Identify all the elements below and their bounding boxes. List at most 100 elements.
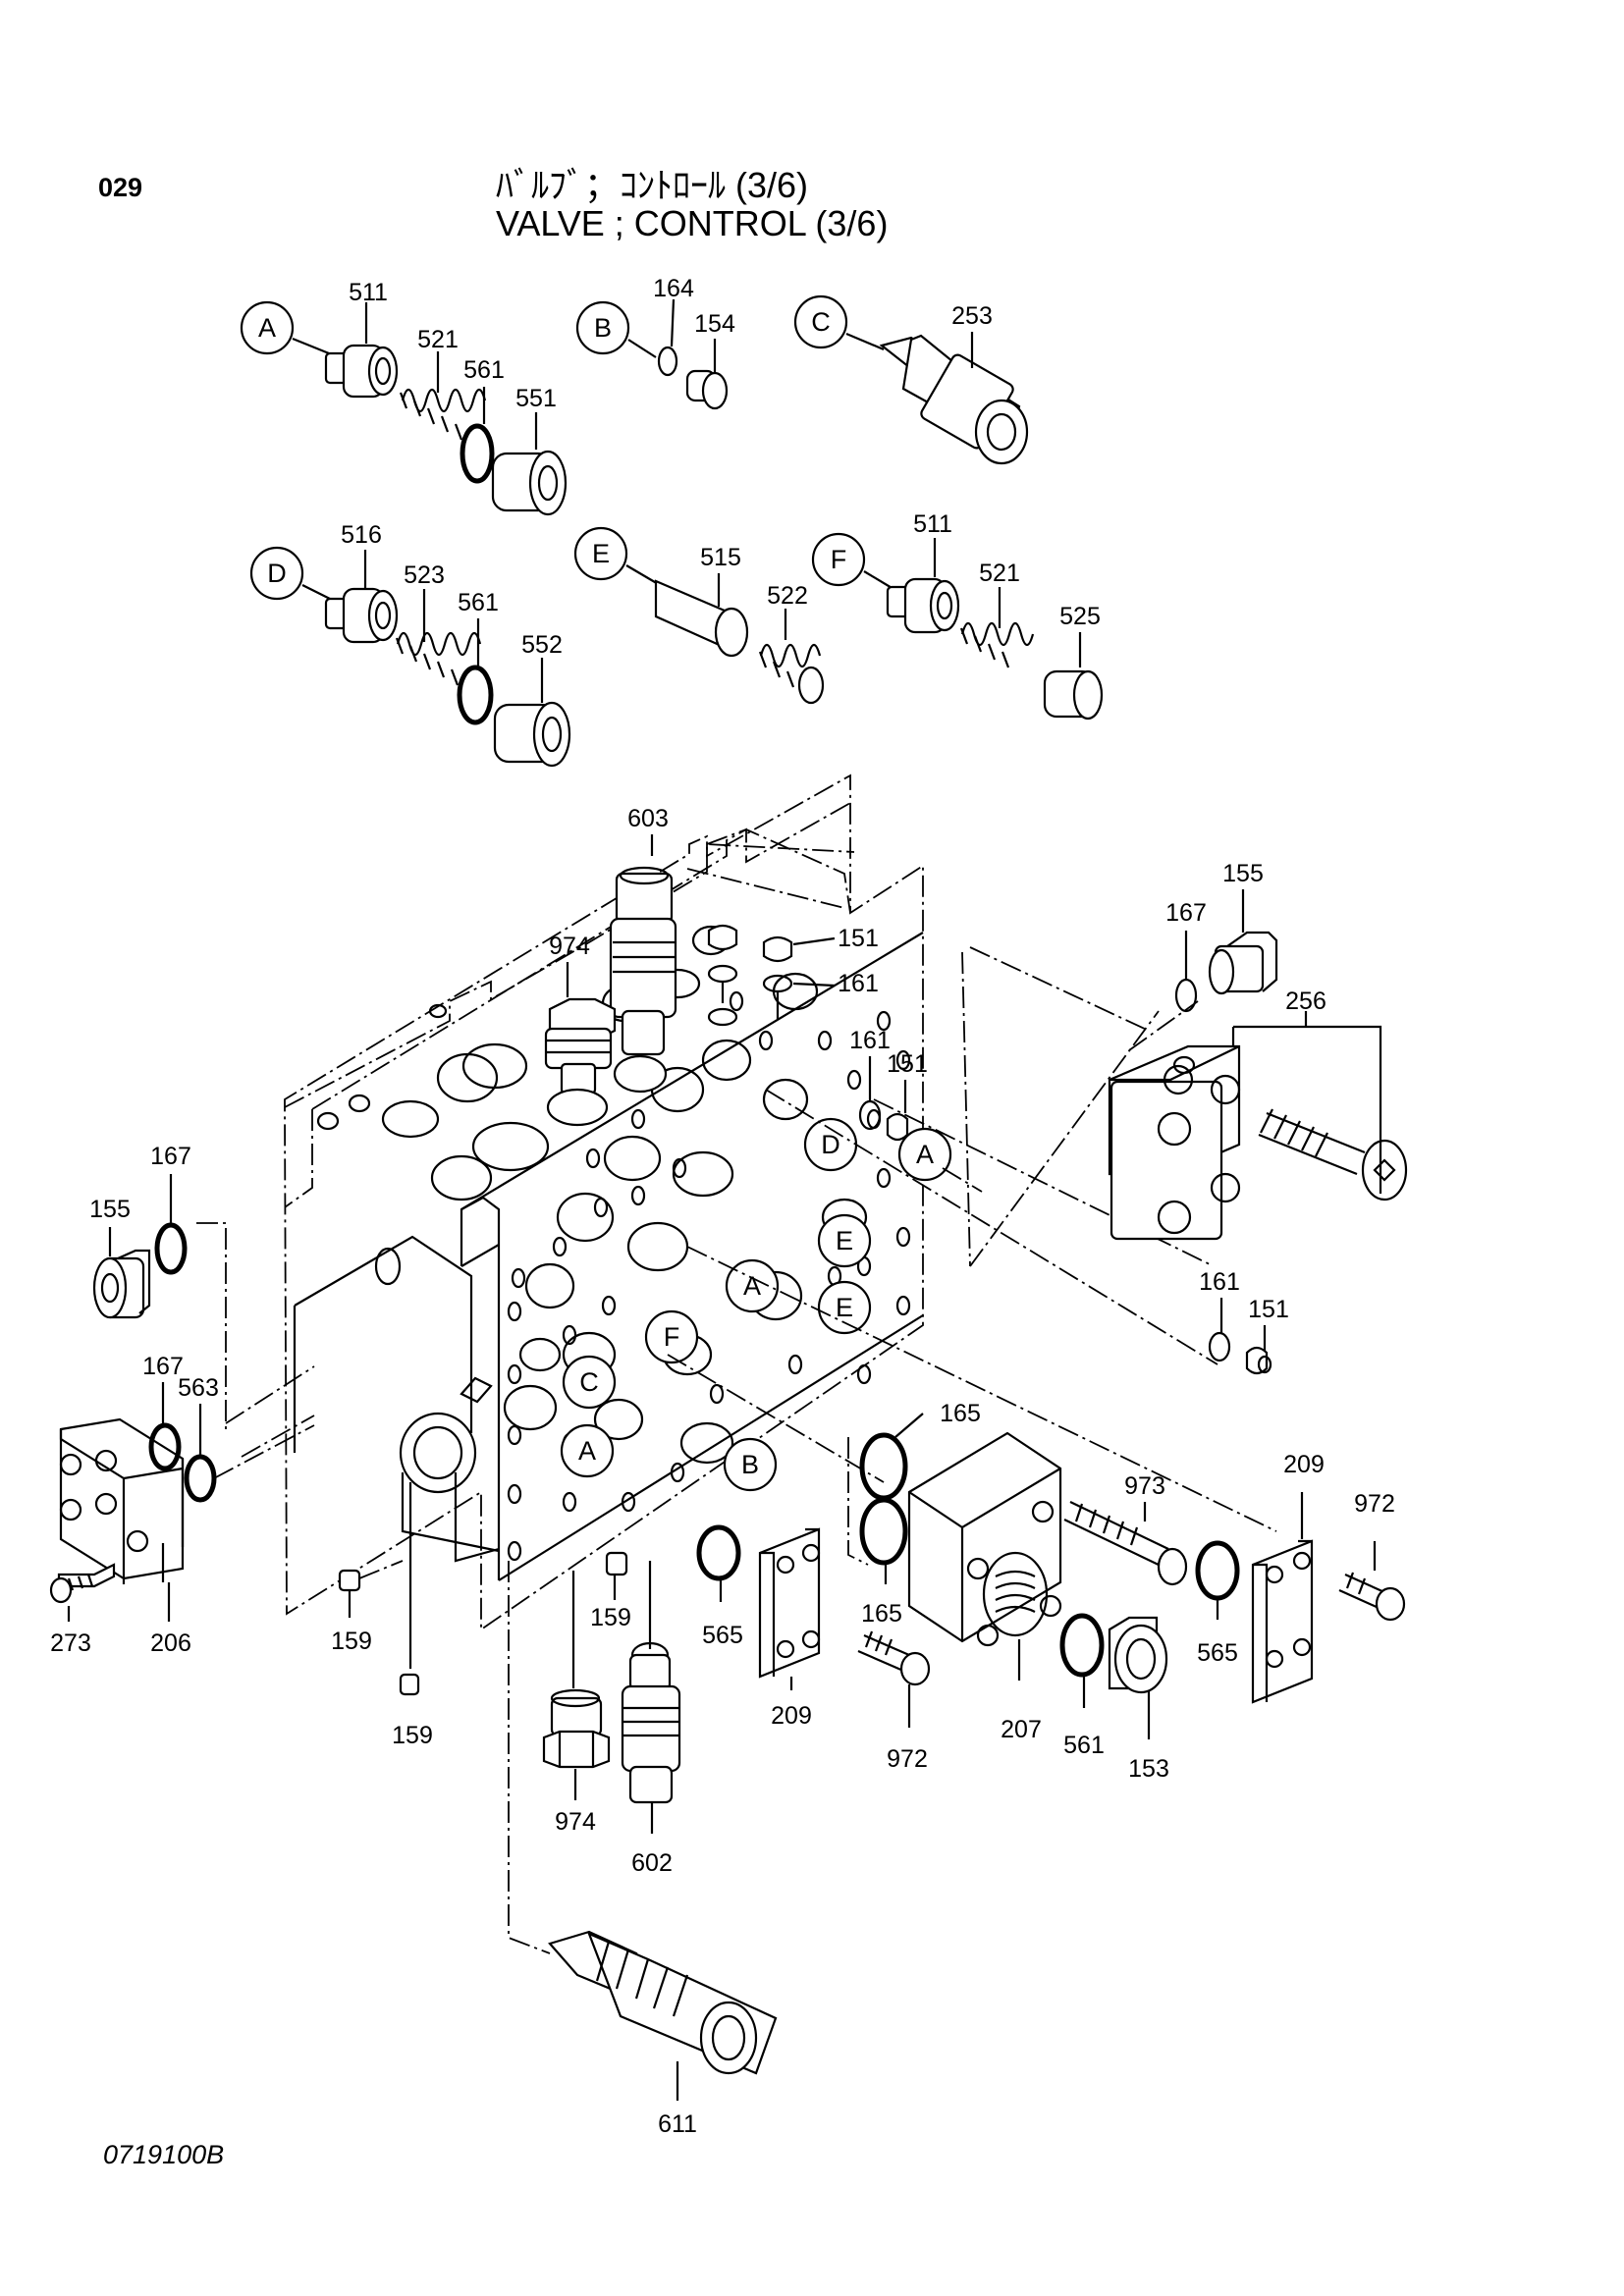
part-256-group: 256 xyxy=(1108,988,1408,1241)
part-159-group: 159 159 159 xyxy=(331,1482,631,1749)
body-key-c1: C xyxy=(579,1367,599,1397)
label-165-b: 165 xyxy=(861,1600,902,1628)
detail-key-a-circle xyxy=(240,300,295,355)
part-565-oring-a xyxy=(696,1524,741,1581)
part-256-bolt xyxy=(1258,1108,1408,1201)
label-155-a: 155 xyxy=(1222,860,1264,887)
label-565-a: 565 xyxy=(702,1622,743,1649)
label-521-b: 521 xyxy=(979,560,1020,587)
label-207: 207 xyxy=(1001,1716,1042,1743)
part-273-screw xyxy=(57,1563,116,1588)
label-256: 256 xyxy=(1285,988,1326,1015)
body-key-a3: A xyxy=(578,1436,596,1466)
label-565-b: 565 xyxy=(1197,1639,1238,1667)
body-key-a3-circle xyxy=(560,1423,615,1478)
body-key-c1-circle xyxy=(562,1355,617,1410)
part-611-group: 611 xyxy=(508,1561,778,2138)
label-603: 603 xyxy=(627,805,669,832)
part-974-bottom-group: 974 xyxy=(542,1571,611,1836)
body-key-e1-circle xyxy=(817,1213,872,1268)
label-159-a: 159 xyxy=(331,1628,372,1655)
part-206-cover xyxy=(59,1417,185,1580)
part-159-plug-a xyxy=(338,1569,361,1592)
part-161-oring-top xyxy=(762,974,793,993)
label-521-a: 521 xyxy=(417,326,459,353)
part-209-565-972-left: 209 565 972 xyxy=(696,1524,931,1773)
part-561-oring-a xyxy=(460,423,495,484)
label-552: 552 xyxy=(521,631,563,659)
detail-key-c-circle xyxy=(793,294,848,349)
detail-c-group: C 253 xyxy=(793,294,1029,465)
detail-d-group: D 516 523 561 552 xyxy=(249,521,571,768)
label-974-a: 974 xyxy=(549,933,590,960)
part-973-bolt: 973 xyxy=(1063,1472,1188,1586)
label-165-a: 165 xyxy=(940,1400,981,1427)
label-155-b: 155 xyxy=(89,1196,131,1223)
detail-key-f: F xyxy=(831,545,847,574)
label-611: 611 xyxy=(658,2110,697,2138)
part-151-top-a xyxy=(707,924,738,951)
label-602: 602 xyxy=(631,1849,673,1877)
detail-key-a: A xyxy=(258,313,276,343)
body-key-e2-circle xyxy=(817,1280,872,1335)
drawing-number: 0719100B xyxy=(103,2140,225,2169)
part-167-oring-b xyxy=(154,1222,188,1275)
part-207-group: 207 xyxy=(907,1431,1062,1743)
label-523: 523 xyxy=(404,561,445,589)
part-523-spring xyxy=(395,631,482,686)
part-167-oring-a xyxy=(1174,978,1198,1013)
part-151-top-b xyxy=(762,935,793,963)
body-key-a1-circle xyxy=(897,1127,952,1182)
detail-key-d: D xyxy=(267,559,287,588)
part-561-oring-b xyxy=(457,665,494,725)
label-151-b: 151 xyxy=(887,1050,928,1078)
detail-key-e-circle xyxy=(573,526,628,581)
part-161-151-right-mid: 161 151 xyxy=(849,1027,928,1142)
page-number: 029 xyxy=(98,173,143,202)
part-209-plate-a xyxy=(758,1527,821,1679)
label-974-b: 974 xyxy=(555,1808,596,1836)
detail-key-e: E xyxy=(592,539,610,568)
part-165-oring-a xyxy=(859,1432,908,1501)
part-165-oring-b xyxy=(859,1497,908,1566)
label-511-a: 511 xyxy=(349,279,388,306)
detail-key-f-circle xyxy=(811,532,866,587)
part-972-bolt-b xyxy=(1338,1572,1406,1622)
part-565-oring-b xyxy=(1195,1540,1240,1601)
detail-key-c: C xyxy=(811,307,831,337)
label-515: 515 xyxy=(700,544,741,571)
label-153: 153 xyxy=(1128,1755,1169,1783)
part-522-spring xyxy=(758,643,825,705)
label-154: 154 xyxy=(694,310,735,338)
part-603-group: 603 xyxy=(609,805,677,1094)
label-161-b: 161 xyxy=(849,1027,891,1054)
part-165-group: 165 165 xyxy=(847,1400,981,1628)
label-161-a: 161 xyxy=(838,970,879,997)
part-155-167-top-right: 167 155 xyxy=(1165,860,1278,1013)
part-602-group: 602 xyxy=(621,1561,681,1877)
part-159-plug-b xyxy=(399,1673,420,1696)
label-516: 516 xyxy=(341,521,382,549)
part-161-151-right-low: 161 151 xyxy=(1199,1268,1289,1375)
part-209-565-972-right: 565 209 972 xyxy=(1195,1451,1406,1704)
label-164: 164 xyxy=(653,275,694,302)
label-209-a: 209 xyxy=(771,1702,812,1730)
part-151-plug-c xyxy=(1245,1346,1269,1375)
part-603-cartridge xyxy=(609,917,677,1019)
label-972-b: 972 xyxy=(1354,1490,1395,1518)
part-164-oring xyxy=(657,346,678,377)
part-167-oring-c xyxy=(148,1422,182,1471)
label-273: 273 xyxy=(50,1629,91,1657)
label-511-b: 511 xyxy=(913,510,952,538)
label-167-a: 167 xyxy=(1165,899,1207,927)
part-151-plug-b xyxy=(886,1112,909,1142)
part-521-spring xyxy=(399,388,487,441)
part-167-563-left: 167 563 xyxy=(142,1353,315,1503)
label-151-a: 151 xyxy=(838,925,879,952)
label-151-c: 151 xyxy=(1248,1296,1289,1323)
label-525: 525 xyxy=(1059,603,1101,630)
part-974-top-group: 974 xyxy=(544,933,617,1127)
detail-key-d-circle xyxy=(249,546,304,601)
part-561-153-group: 561 153 xyxy=(1059,1613,1169,1783)
